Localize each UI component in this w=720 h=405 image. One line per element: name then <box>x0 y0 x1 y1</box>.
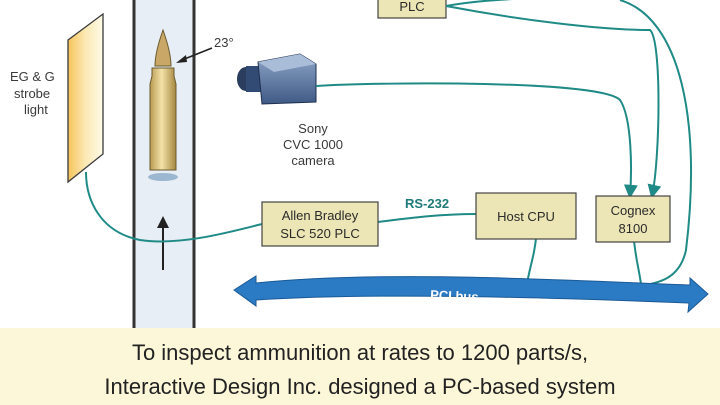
caption-line2: Interactive Design Inc. designed a PC-ba… <box>104 374 616 399</box>
pci-bus-label: PCI bus <box>430 287 479 305</box>
wiring <box>85 0 693 293</box>
angle-label: 23° <box>214 35 234 50</box>
caption-line1: To inspect ammunition at rates to 1200 p… <box>131 340 589 365</box>
camera-label-line2: CVC 1000 <box>283 137 343 152</box>
host-cpu-box <box>475 192 577 240</box>
strobe-label-line2: strobe <box>14 86 50 101</box>
top-plc-label: PLC <box>399 0 424 14</box>
cognex-label-line2: 8100 <box>619 221 648 236</box>
cartridge <box>148 28 178 181</box>
camera-icon <box>237 53 317 105</box>
top-plc-box <box>377 0 447 19</box>
figure-caption: To inspect ammunition at rates to 1200 p… <box>0 328 720 405</box>
pci-bus-arrow <box>233 275 709 314</box>
cognex-box <box>595 195 671 243</box>
plc-label-line1: Allen Bradley <box>282 208 359 223</box>
host-cpu-label: Host CPU <box>497 209 555 224</box>
camera-label-line1: Sony <box>298 121 328 136</box>
rs232-label: RS-232 <box>405 196 449 211</box>
allen-bradley-plc-box <box>261 201 379 247</box>
cognex-label-line1: Cognex <box>611 203 656 218</box>
camera-label-line3: camera <box>291 153 335 168</box>
strobe-label-line3: light <box>24 102 48 117</box>
strobe-light <box>67 12 104 184</box>
plc-label-line2: SLC 520 PLC <box>280 226 360 241</box>
strobe-label-line1: EG & G <box>10 69 55 84</box>
